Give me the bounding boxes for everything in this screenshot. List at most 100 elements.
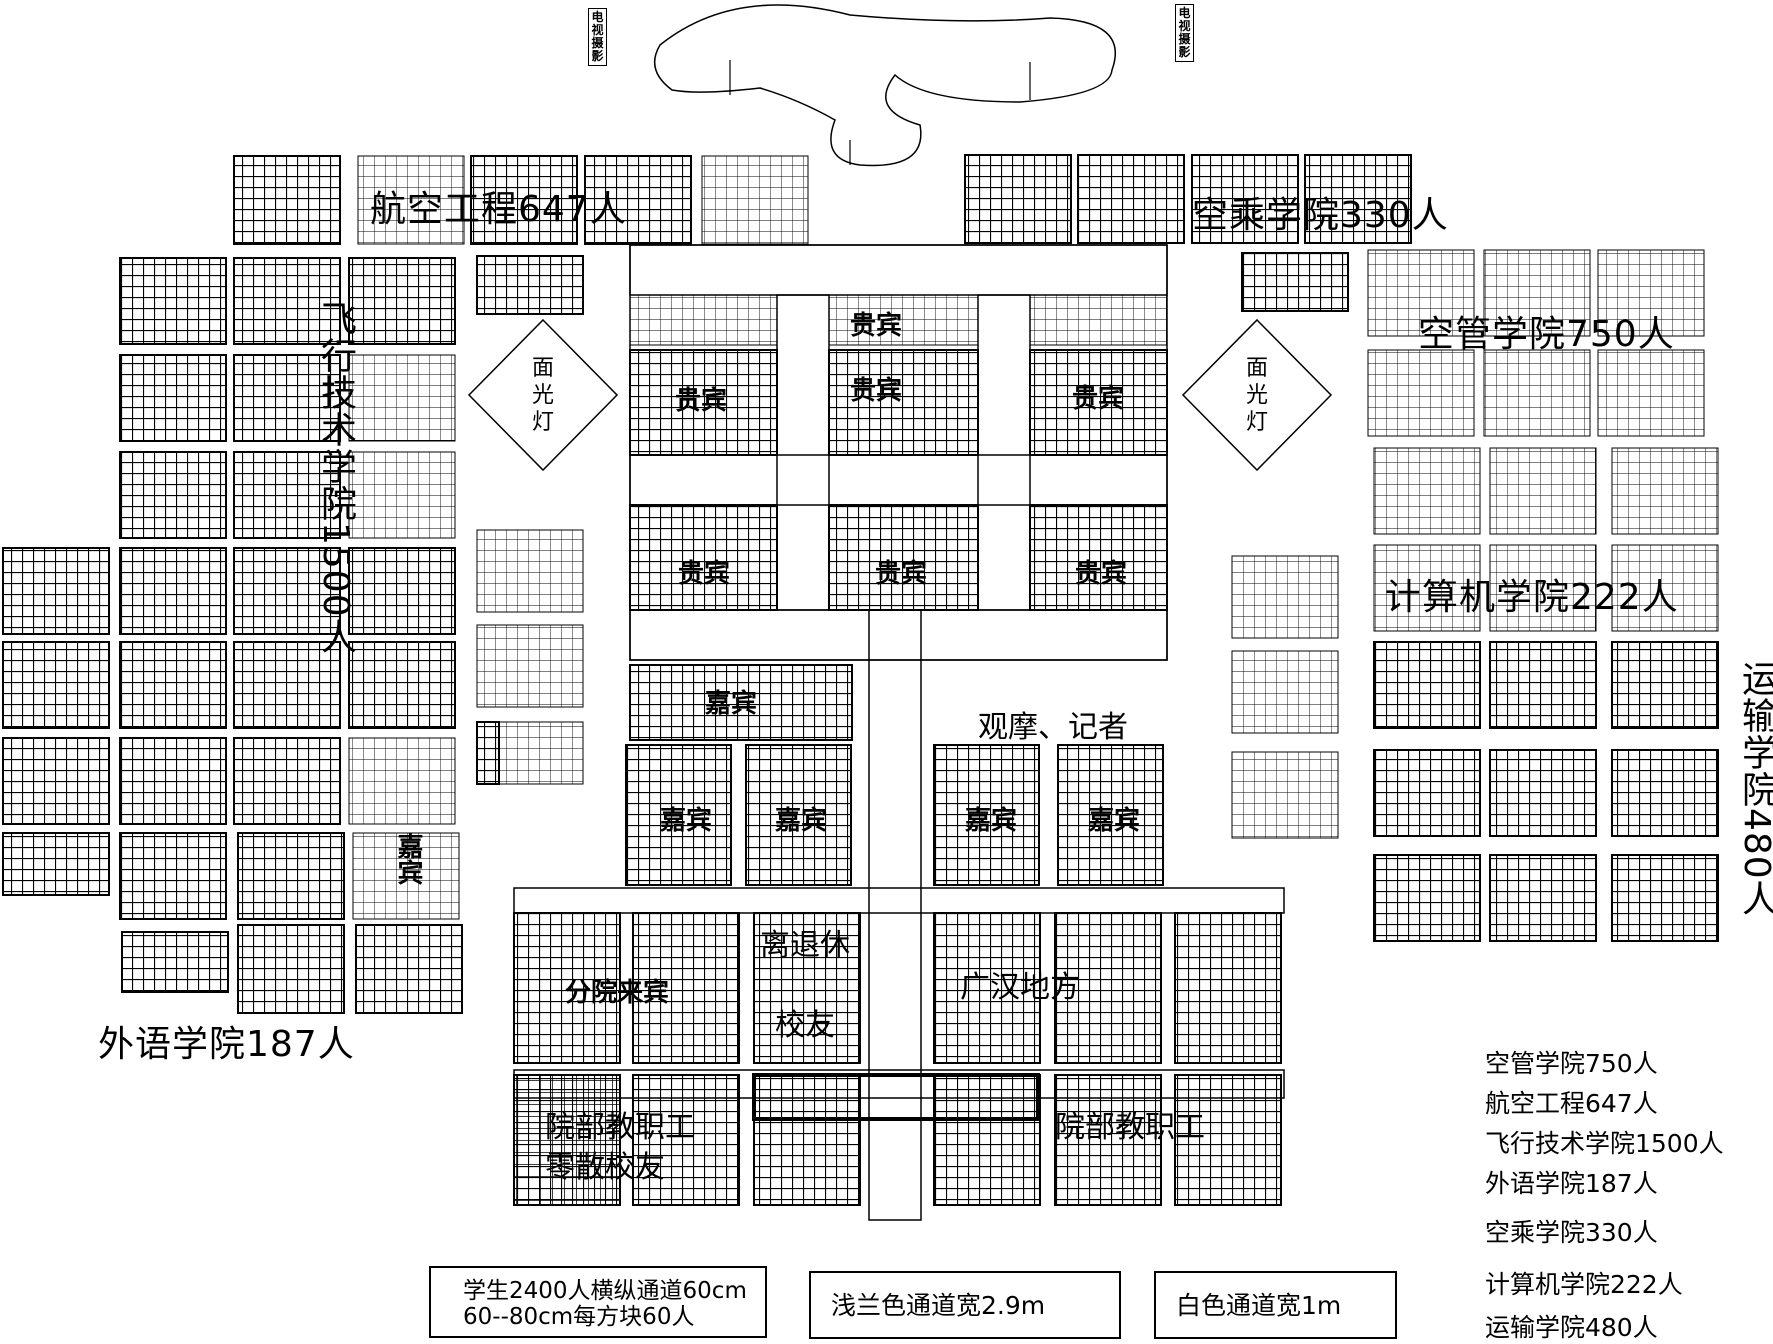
legend-item: 运输学院480人	[1485, 1313, 1658, 1342]
legend-item: 计算机学院222人	[1485, 1270, 1683, 1299]
seating-block	[233, 737, 341, 825]
seating-block	[1489, 544, 1597, 632]
seating-block	[1054, 1074, 1162, 1206]
seating-block	[1174, 912, 1282, 1064]
seating-block	[1489, 854, 1597, 942]
seating-block	[632, 912, 740, 1064]
seating-block	[513, 1074, 621, 1206]
vip-label: 贵宾	[875, 559, 928, 589]
note-blue-aisle-text: 浅兰色通道宽2.9m	[831, 1291, 1046, 1320]
seating-block	[470, 155, 578, 245]
label-computer: 计算机学院222人	[1385, 577, 1679, 618]
seating-block	[352, 832, 460, 920]
label-transport: 运输学院480人	[1736, 660, 1773, 917]
guest-label: 嘉宾	[1088, 806, 1141, 836]
seating-block	[701, 155, 809, 245]
lamp-label-right: 面光灯	[1244, 355, 1270, 436]
seating-block	[629, 294, 778, 346]
label-aviation-eng: 航空工程647人	[370, 189, 627, 230]
guest-label: 嘉宾	[705, 689, 758, 719]
seating-block	[1057, 744, 1164, 886]
seating-block	[119, 257, 227, 345]
seating-block	[933, 744, 1040, 886]
seating-block	[476, 255, 584, 315]
label-cabin-crew: 空乘学院330人	[1192, 195, 1449, 236]
seating-block	[964, 154, 1072, 244]
seating-block	[476, 721, 500, 785]
seating-block	[1489, 447, 1597, 535]
seating-block	[1029, 294, 1168, 346]
seating-block	[1597, 349, 1705, 437]
seating-block	[1373, 749, 1481, 837]
seating-block	[1373, 447, 1481, 535]
tv-camera-label-right: 电视摄影	[1175, 4, 1194, 62]
legend-item: 空乘学院330人	[1485, 1218, 1658, 1247]
seating-block	[1611, 641, 1719, 729]
guest-label: 嘉宾	[775, 806, 828, 836]
seating-block	[584, 155, 692, 245]
label-guests-split: 分院来宾	[565, 978, 670, 1008]
legend-item: 飞行技术学院1500人	[1485, 1129, 1724, 1158]
seating-block	[828, 349, 979, 456]
vip-label: 贵宾	[1075, 559, 1128, 589]
seating-block	[348, 547, 456, 635]
seating-block	[1489, 749, 1597, 837]
seating-block	[1231, 650, 1339, 734]
vip-label: 贵宾	[1072, 384, 1125, 414]
seating-block	[121, 931, 229, 993]
tv-camera-text: 电视摄影	[1178, 6, 1191, 59]
seating-block	[233, 641, 341, 729]
seating-block	[348, 451, 456, 539]
seating-block	[629, 349, 778, 456]
vip-label: 贵宾	[678, 559, 731, 589]
seating-block	[357, 155, 465, 245]
seating-block	[348, 737, 456, 825]
tv-camera-text: 电视摄影	[591, 10, 604, 63]
seating-block	[348, 257, 456, 345]
stage-shape	[653, 4, 1117, 167]
seating-block	[632, 1074, 740, 1206]
seating-block	[233, 451, 341, 539]
seating-block	[119, 641, 227, 729]
seating-block	[1611, 447, 1719, 535]
note-students-line1: 学生2400人横纵通道60cm	[463, 1278, 747, 1304]
seating-block	[629, 664, 853, 741]
seating-block	[233, 257, 341, 345]
guest-label: 嘉宾	[965, 806, 1018, 836]
lamp-label-left: 面光灯	[530, 355, 556, 436]
seating-block	[1367, 349, 1475, 437]
seating-block	[625, 744, 732, 886]
lamp-diamond-right	[1181, 318, 1333, 472]
lamp-text: 面光灯	[1245, 356, 1268, 435]
seating-block	[753, 1074, 861, 1206]
seating-block	[933, 1074, 1041, 1206]
seating-block	[1597, 249, 1705, 337]
legend-item: 空管学院750人	[1485, 1049, 1658, 1078]
note-white-aisle-text: 白色通道宽1m	[1176, 1291, 1342, 1320]
seating-block	[119, 354, 227, 442]
vip-label: 贵宾	[850, 311, 903, 341]
seating-block	[119, 832, 227, 920]
seating-block	[355, 924, 463, 1014]
seating-block	[1611, 749, 1719, 837]
note-white-aisle: 白色通道宽1m	[1154, 1271, 1397, 1339]
seating-block	[2, 641, 110, 729]
seating-block	[1611, 544, 1719, 632]
lamp-text: 面光灯	[531, 356, 554, 435]
seating-block	[745, 744, 852, 886]
seating-block	[476, 624, 584, 708]
seating-block	[1373, 544, 1481, 632]
label-alumni: 校友	[775, 1008, 835, 1043]
label-flight-tech: 飞行技术学院1500人	[315, 300, 356, 655]
seating-block	[1191, 154, 1299, 244]
seating-block	[1483, 249, 1591, 337]
seating-block	[119, 451, 227, 539]
seating-block	[1373, 641, 1481, 729]
vip-label: 贵宾	[675, 386, 728, 416]
seating-block	[237, 832, 345, 920]
seating-block	[233, 155, 341, 245]
seating-block	[119, 737, 227, 825]
seating-block	[233, 354, 341, 442]
seating-block	[476, 529, 584, 613]
